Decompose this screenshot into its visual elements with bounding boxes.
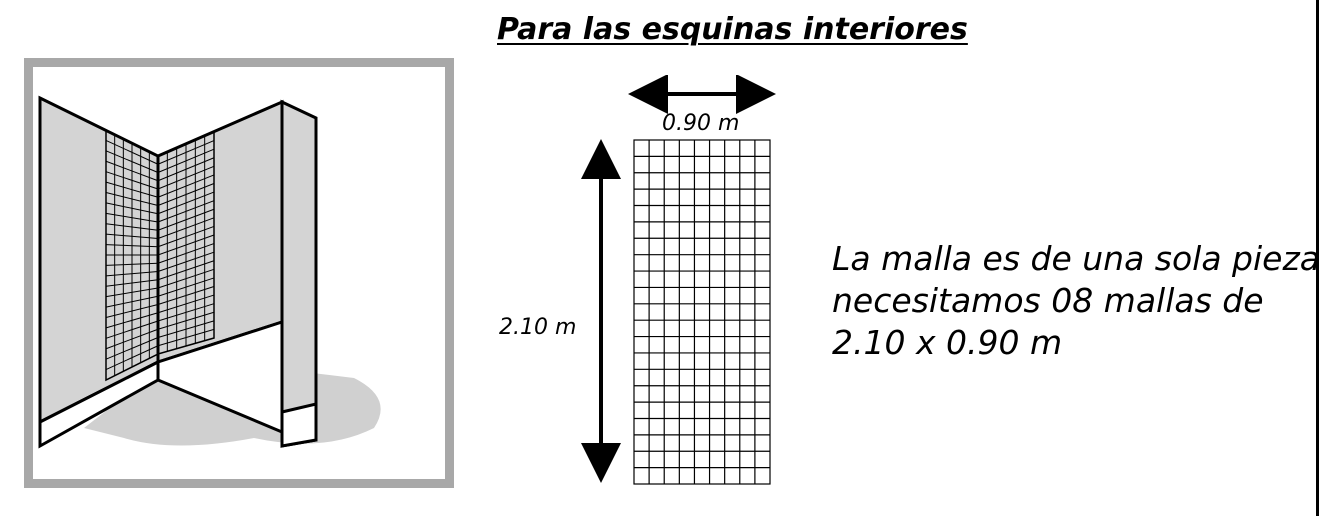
wall-mesh-wire [157,165,215,190]
wall-mesh-wire [105,171,159,190]
column-base [280,402,318,448]
wall-mesh-wire [157,243,215,264]
wall-mesh-wire [157,303,215,322]
wall-mesh-wire [157,294,215,314]
wall-mesh-wire [105,233,159,239]
wall-mesh-wire [157,148,215,173]
mesh-grid [633,139,771,485]
wall-mesh-wire [105,202,159,215]
note-line-3: 2.10 x 0.90 m [832,323,1063,362]
wall-mesh-wire [105,223,159,231]
wall-mesh-wire [105,287,159,298]
wall-mesh-wire [157,328,215,347]
wall-mesh-wire [105,312,159,329]
left-mesh-lines [105,134,159,376]
wall-mesh-wire [157,320,215,338]
wall-mesh-wire [105,271,159,277]
note-line-1: La malla es de una sola pieza [832,239,1321,278]
wall-mesh-wire [157,251,215,272]
wall-mesh-wire [105,192,159,206]
wall-mesh-wire [157,234,215,256]
wall-mesh-wire [157,217,215,239]
height-label: 2.10 m [499,315,577,340]
wall-mesh-wire [105,279,159,287]
note-line-2: necesitamos 08 mallas de [832,281,1264,320]
column-front [280,99,318,448]
right-mesh-lines [157,136,215,352]
mesh-note: La malla es de una sola pieza necesitamo… [832,238,1321,364]
wall-mesh-wire [157,268,215,289]
wall-mesh-wire [157,311,215,330]
wall-mesh-wire [105,139,159,165]
wall-mesh-wire [157,174,215,198]
page-border-right [1316,0,1319,516]
wall-mesh-wire [157,225,215,248]
page-title: Para las esquinas interiores [497,12,968,47]
wall-mesh-wire [105,212,159,223]
mesh-dimension-diagram [581,75,776,485]
wall-mesh-wire [105,262,159,266]
wall-mesh-wire [157,140,215,165]
wall-mesh-wire [105,150,159,173]
wall-mesh-wire [157,200,215,223]
wall-mesh-wire [157,191,215,215]
wall-mesh-wire [105,244,159,248]
wall-mesh-wire [105,337,159,360]
wall-mesh-wire [157,208,215,231]
wall-mesh-wire [157,260,215,281]
width-label: 0.90 m [662,111,740,136]
wall-mesh-wire [157,286,215,305]
wall-mesh-wire [105,345,159,371]
corner-wall-illustration [24,58,454,488]
mesh-outline [633,139,771,485]
wall-mesh-wire [105,160,159,182]
wall-mesh-wire [105,181,159,198]
wall-mesh-wire [157,157,215,182]
wall-mesh-wire [105,304,159,318]
illustration-frame [24,58,454,488]
wall-mesh-wire [105,295,159,308]
wall-mesh-wire [105,320,159,339]
wall-mesh-wire [105,328,159,350]
wall-mesh-wire [157,277,215,297]
wall-mesh-wire [157,183,215,206]
